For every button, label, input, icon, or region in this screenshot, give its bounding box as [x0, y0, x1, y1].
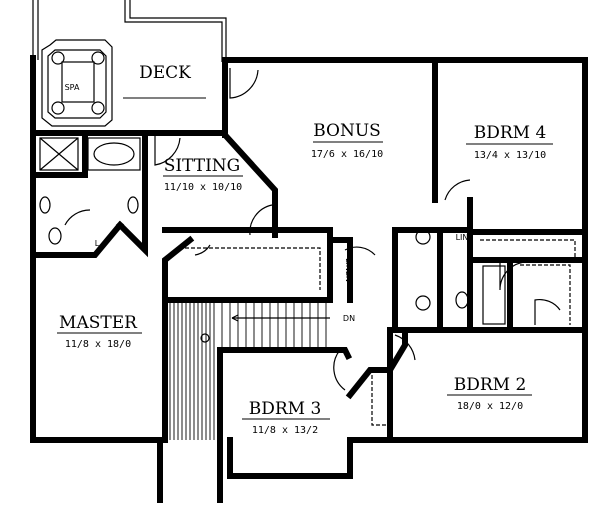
deck-label: DECK — [139, 63, 191, 83]
bonus-size: 17/6 x 16/10 — [311, 149, 383, 160]
spa-label: SPA — [65, 83, 80, 92]
bath-fixtures — [39, 137, 506, 343]
sitting-label: SITTING — [164, 156, 241, 176]
master-label: MASTER — [59, 313, 138, 333]
stair-arrow-head — [231, 314, 239, 322]
stairs — [169, 303, 327, 440]
master-size: 11/8 x 18/0 — [65, 339, 131, 350]
stair-down-label: DN — [343, 314, 355, 323]
linen-label: LINEN — [344, 258, 353, 282]
bdrm4-label: BDRM 4 — [474, 123, 547, 143]
spa-icon — [41, 39, 113, 127]
bdrm2-size: 18/0 x 12/0 — [457, 401, 523, 412]
lin-label: LIN — [456, 233, 469, 242]
laundry-label: L — [95, 239, 100, 248]
bdrm4-size: 13/4 x 13/10 — [474, 150, 546, 161]
bdrm2-label: BDRM 2 — [454, 375, 527, 395]
bonus-label: BONUS — [313, 121, 381, 141]
door-swings — [64, 68, 561, 391]
sitting-size: 11/10 x 10/10 — [164, 182, 242, 193]
bdrm3-size: 11/8 x 13/2 — [252, 425, 318, 436]
bdrm3-label: BDRM 3 — [249, 399, 322, 419]
exterior-walls — [30, 57, 588, 503]
interior-walls — [30, 57, 588, 443]
